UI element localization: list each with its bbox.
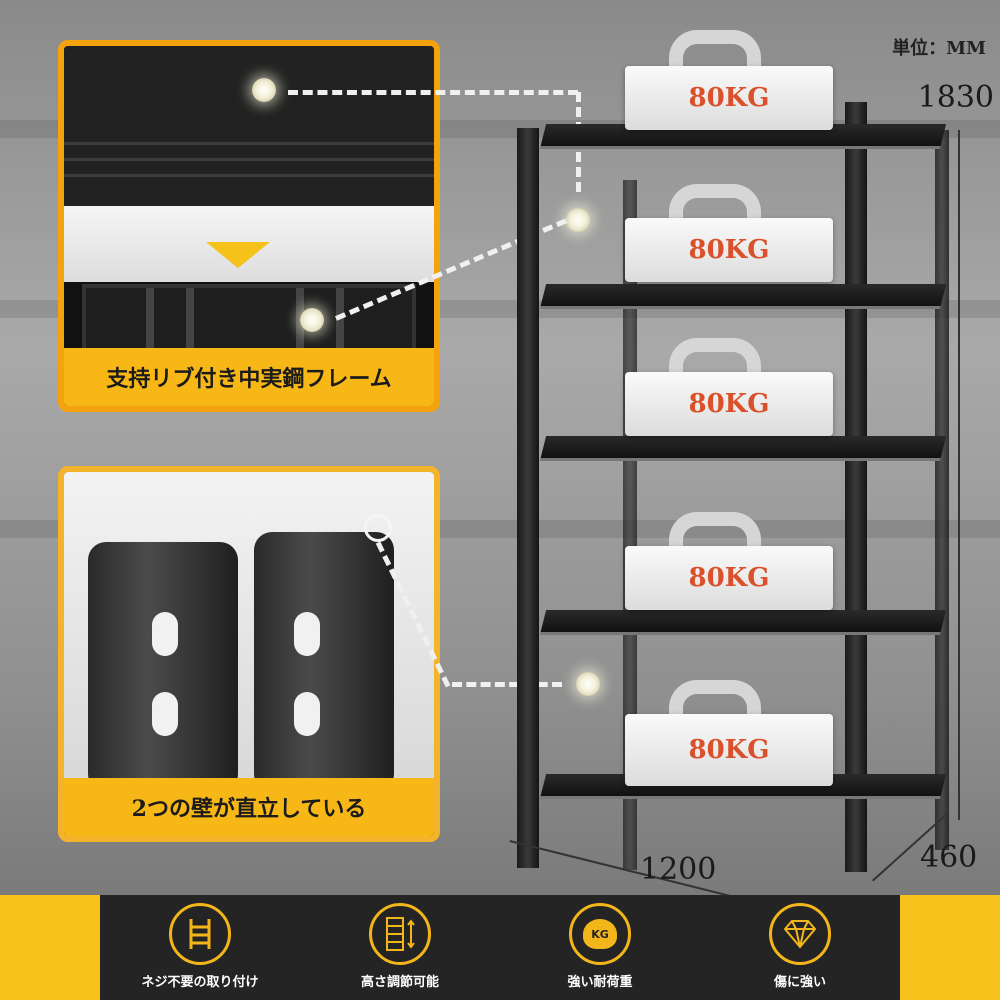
kettlebell-icon: KG	[569, 903, 631, 965]
shelf-board	[539, 284, 947, 309]
keyhole-slot	[294, 692, 320, 736]
callout-dot	[252, 78, 276, 102]
height-dimension: 1830	[917, 80, 994, 115]
rail-groove	[64, 174, 434, 177]
height-dimension-line	[958, 130, 960, 820]
callout-dot	[300, 308, 324, 332]
weight-block: 80KG	[625, 546, 833, 610]
unit-label: 単位：MM	[892, 38, 986, 59]
shelf-post-front-right	[845, 102, 867, 872]
upright-wall-left	[88, 542, 238, 792]
feature-label: 傷に強い	[773, 975, 826, 990]
support-rib	[186, 288, 194, 350]
down-arrow-icon	[206, 242, 270, 268]
keyhole-slot	[294, 612, 320, 656]
weight-label: 80KG	[688, 735, 770, 765]
feature-scratch-resistant: 傷に強い	[705, 895, 895, 990]
shelf-post-back-left	[623, 180, 637, 870]
frame-caption: 支持リブ付き中実鋼フレーム	[64, 348, 434, 406]
feature-load-capacity: KG 強い耐荷重	[505, 895, 695, 990]
weight-block: 80KG	[625, 66, 833, 130]
width-dimension: 1200	[640, 852, 717, 887]
upright-caption: 2つの壁が直立している	[64, 778, 434, 836]
callout-dot	[576, 672, 600, 696]
feature-label: 強い耐荷重	[567, 975, 633, 990]
callout-connector	[288, 90, 578, 95]
feature-adjustable: 高さ調節可能	[305, 895, 495, 990]
frame-callout-panel: 支持リブ付き中実鋼フレーム	[58, 40, 440, 412]
callout-connector	[452, 682, 562, 687]
weight-label: 80KG	[688, 83, 770, 113]
shelf-post-back-right	[935, 130, 949, 850]
shelf-rack: 80KG 80KG 80KG 80KG 80KG	[505, 30, 965, 890]
weight-block: 80KG	[625, 372, 833, 436]
ladder-icon	[169, 903, 231, 965]
callout-ring	[364, 514, 392, 542]
weight-label: 80KG	[688, 563, 770, 593]
upright-wall-right	[254, 532, 394, 792]
weight-label: 80KG	[688, 389, 770, 419]
rail-groove	[64, 158, 434, 161]
shelf-post-front-left	[517, 128, 539, 868]
callout-dot	[566, 208, 590, 232]
shelf-board	[539, 610, 947, 635]
frame-rail-closeup	[64, 46, 434, 206]
weight-block: 80KG	[625, 714, 833, 786]
support-rib	[146, 288, 154, 350]
diamond-icon	[769, 903, 831, 965]
kettlebell-kg-text: KG	[583, 919, 617, 949]
depth-dimension: 460	[920, 840, 978, 875]
feature-label: ネジ不要の取り付け	[141, 975, 259, 990]
shelf-board	[539, 436, 947, 461]
feature-bar: ネジ不要の取り付け 高さ調節可能 KG 強い耐荷重 傷に強い	[100, 895, 900, 1000]
feature-tool-free: ネジ不要の取り付け	[105, 895, 295, 990]
rack-height-icon	[369, 903, 431, 965]
keyhole-slot	[152, 692, 178, 736]
keyhole-slot	[152, 612, 178, 656]
upright-callout-panel: 2つの壁が直立している	[58, 466, 440, 842]
support-rib	[336, 288, 344, 350]
rail-groove	[64, 142, 434, 145]
weight-block: 80KG	[625, 218, 833, 282]
frame-crosssection	[82, 284, 416, 354]
feature-label: 高さ調節可能	[360, 975, 439, 990]
weight-label: 80KG	[688, 235, 770, 265]
